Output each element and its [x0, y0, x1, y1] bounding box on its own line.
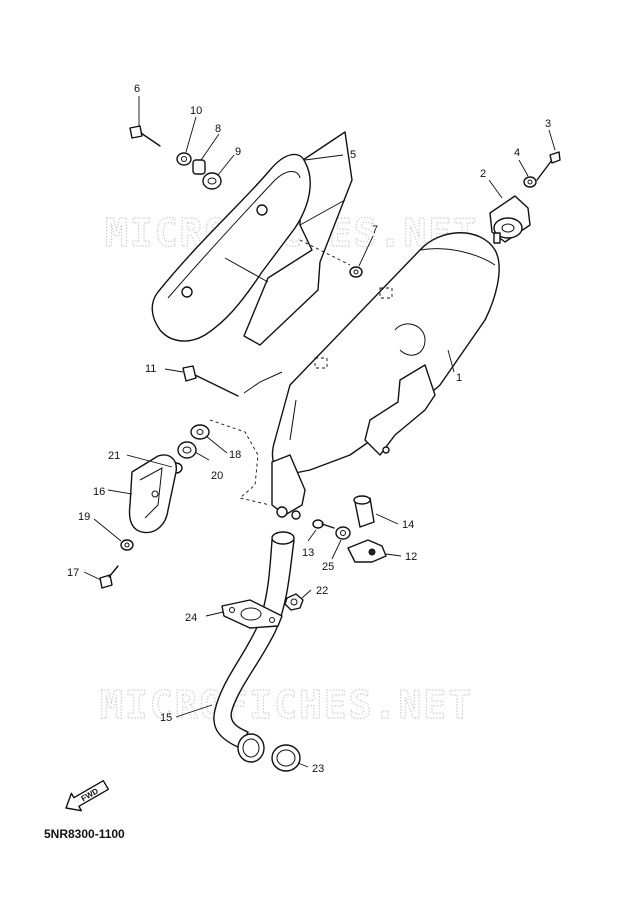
forward-arrow-icon: FWD [65, 779, 110, 812]
washer-7 [349, 266, 363, 278]
bracket-12 [347, 539, 387, 563]
diagram-code: 5NR8300-1100 [44, 827, 125, 841]
bolt-6 [129, 125, 161, 147]
nut-22 [284, 593, 304, 611]
exhaust-pipe [213, 531, 295, 763]
spacer-14 [353, 495, 375, 528]
damper [489, 195, 531, 244]
callout-8: 8 [215, 123, 221, 135]
callout-24: 24 [185, 612, 197, 624]
callout-25: 25 [322, 561, 334, 573]
callout-19: 19 [78, 511, 90, 523]
heat-protector-outline [243, 131, 353, 346]
muffler [271, 232, 500, 520]
spacer-20 [177, 441, 197, 459]
heat-protector [151, 153, 311, 342]
callout-13: 13 [302, 547, 314, 559]
callout-17: 17 [67, 567, 79, 579]
bolt-3 [536, 151, 561, 181]
washer-25 [335, 526, 351, 540]
callout-5: 5 [350, 149, 356, 161]
callout-15: 15 [160, 712, 172, 724]
callout-numbers: 6 10 8 9 5 3 4 2 7 11 1 21 20 18 16 19 1… [67, 83, 551, 775]
bolt-13 [312, 519, 335, 529]
collar-8 [192, 159, 206, 175]
callout-10: 10 [190, 105, 202, 117]
gasket-23 [271, 744, 301, 772]
callout-18: 18 [229, 449, 241, 461]
callout-20: 20 [211, 470, 223, 482]
callout-16: 16 [93, 486, 105, 498]
washer-19 [120, 539, 134, 551]
watermark-bottom: MICROFICHES.NET [100, 683, 473, 727]
callout-2: 2 [480, 168, 486, 180]
washer-4 [523, 176, 537, 188]
bolt-11 [182, 365, 283, 397]
muffler-cover [128, 454, 177, 534]
callout-11: 11 [145, 363, 156, 375]
callout-12: 12 [405, 551, 417, 563]
callout-9: 9 [235, 146, 241, 158]
callout-22: 22 [316, 585, 328, 597]
callout-3: 3 [545, 118, 551, 130]
callout-4: 4 [514, 147, 520, 159]
callout-14: 14 [402, 519, 414, 531]
washer-10 [176, 152, 192, 166]
grommet-9 [202, 172, 222, 190]
callout-6: 6 [134, 83, 140, 95]
bolt-17 [99, 565, 119, 589]
callout-7: 7 [372, 224, 378, 236]
flange-gasket-24 [221, 599, 283, 629]
leader-lines [83, 96, 556, 768]
callout-23: 23 [312, 763, 324, 775]
callout-1: 1 [456, 372, 462, 384]
callout-21: 21 [108, 450, 120, 462]
grommet-18 [190, 419, 271, 506]
